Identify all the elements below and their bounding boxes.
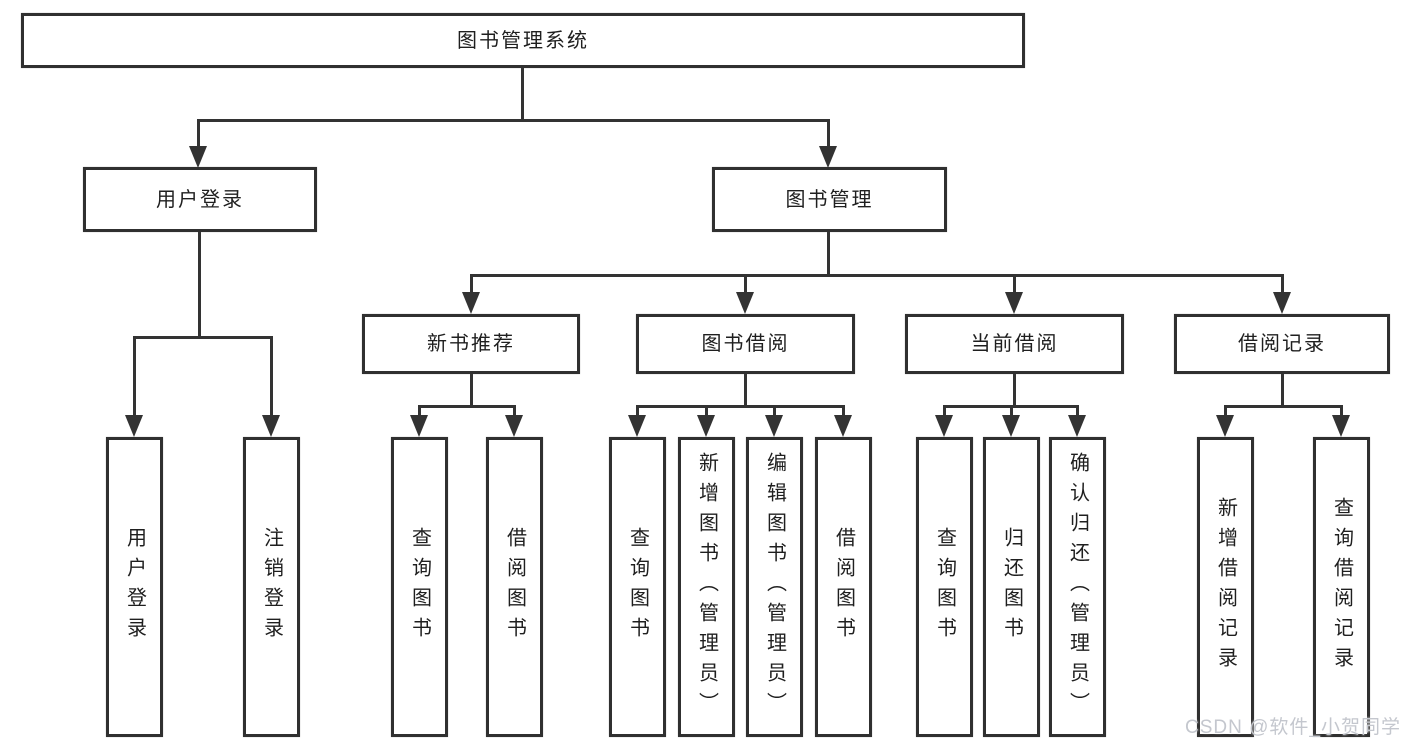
stem-cb-confirm [1076,405,1079,417]
leaf-borrow-add-admin: 新增图书（管理员） [678,437,735,737]
leaf-newbook-borrow: 借阅图书 [486,437,543,737]
node-root-label: 图书管理系统 [457,29,589,52]
arrowhead-book-borrow [736,292,754,314]
arrowhead-book-management [819,146,837,168]
node-user-login-label: 用户登录 [156,188,244,211]
node-root: 图书管理系统 [21,13,1025,68]
arrowhead-bb-borrow [834,415,852,437]
stem-br-query [1340,405,1343,417]
level2-branch-line [470,274,1283,277]
leaf-borrow-borrow: 借阅图书 [815,437,872,737]
leaf-user-login: 用户登录 [106,437,163,737]
node-current-borrow-label: 当前借阅 [970,333,1059,355]
arrowhead-current-borrow [1005,292,1023,314]
arrowhead-leaf-logout [262,415,280,437]
stem-cb-return [1010,405,1013,417]
leaf-borrow-edit-admin-label: 编辑图书（管理员） [763,452,786,722]
stem-bb-borrow [842,405,845,417]
node-borrow-records-label: 借阅记录 [1238,333,1326,355]
arrowhead-cb-query [935,415,953,437]
drop-borrow-records [1281,374,1284,405]
stem-bb-edit [773,405,776,417]
branch-borrow-records [1224,405,1343,408]
stem-leaf-logout [270,336,273,416]
arrowhead-nb-query [410,415,428,437]
arrowhead-nb-borrow [505,415,523,437]
drop-current-borrow [1013,374,1016,405]
leaf-records-query-label: 查询借阅记录 [1330,497,1353,677]
stem-bb-add [705,405,708,417]
stem-user-login [197,119,200,147]
csdn-watermark: CSDN @软件_小贺同学 [1185,717,1401,738]
branch-user-login [133,336,273,339]
leaf-newbook-query-label: 查询图书 [408,527,431,647]
node-new-book-recommend-label: 新书推荐 [427,333,515,355]
branch-new-book [418,405,516,408]
leaf-current-return-label: 归还图书 [1000,527,1023,647]
leaf-borrow-edit-admin: 编辑图书（管理员） [746,437,803,737]
arrowhead-new-book [462,292,480,314]
leaf-logout: 注销登录 [243,437,300,737]
drop-book-management [827,231,830,274]
arrowhead-user-login [189,146,207,168]
node-book-management: 图书管理 [712,167,947,232]
leaf-records-add-label: 新增借阅记录 [1214,497,1237,677]
arrowhead-borrow-records [1273,292,1291,314]
stem-cb-query [943,405,946,417]
stem-book-management [827,119,830,147]
root-trunk-line [521,68,524,119]
leaf-newbook-borrow-label: 借阅图书 [503,527,526,647]
node-book-borrow: 图书借阅 [636,314,855,374]
leaf-borrow-query: 查询图书 [609,437,666,737]
arrowhead-bb-add [697,415,715,437]
leaf-user-login-label: 用户登录 [123,527,146,647]
stem-current-borrow [1013,274,1016,294]
arrowhead-leaf-user-login [125,415,143,437]
node-user-login: 用户登录 [83,167,317,232]
node-current-borrow: 当前借阅 [905,314,1124,374]
arrowhead-br-add [1216,415,1234,437]
leaf-current-confirm-admin-label: 确认归还（管理员） [1066,452,1089,722]
leaf-records-add: 新增借阅记录 [1197,437,1254,737]
drop-book-borrow [744,374,747,405]
leaf-borrow-borrow-label: 借阅图书 [832,527,855,647]
arrowhead-bb-edit [765,415,783,437]
node-new-book-recommend: 新书推荐 [362,314,580,374]
stem-leaf-user-login [133,336,136,416]
arrowhead-cb-confirm [1068,415,1086,437]
level1-branch-line [197,119,830,122]
leaf-current-query: 查询图书 [916,437,973,737]
stem-bb-query [636,405,639,417]
stem-nb-query [418,405,421,417]
stem-new-book [470,274,473,294]
drop-user-login [198,231,201,336]
stem-book-borrow [744,274,747,294]
arrowhead-cb-return [1002,415,1020,437]
leaf-records-query: 查询借阅记录 [1313,437,1370,737]
leaf-logout-label: 注销登录 [260,527,283,647]
leaf-borrow-query-label: 查询图书 [626,527,649,647]
drop-new-book [470,374,473,405]
leaf-current-confirm-admin: 确认归还（管理员） [1049,437,1106,737]
node-book-borrow-label: 图书借阅 [701,333,790,355]
stem-br-add [1224,405,1227,417]
arrowhead-br-query [1332,415,1350,437]
branch-book-borrow [636,405,845,408]
leaf-current-query-label: 查询图书 [933,527,956,647]
leaf-borrow-add-admin-label: 新增图书（管理员） [695,452,718,722]
stem-nb-borrow [513,405,516,417]
arrowhead-bb-query [628,415,646,437]
node-book-management-label: 图书管理 [785,188,874,211]
leaf-newbook-query: 查询图书 [391,437,448,737]
node-borrow-records: 借阅记录 [1174,314,1390,374]
leaf-current-return: 归还图书 [983,437,1040,737]
stem-borrow-records [1281,274,1284,294]
